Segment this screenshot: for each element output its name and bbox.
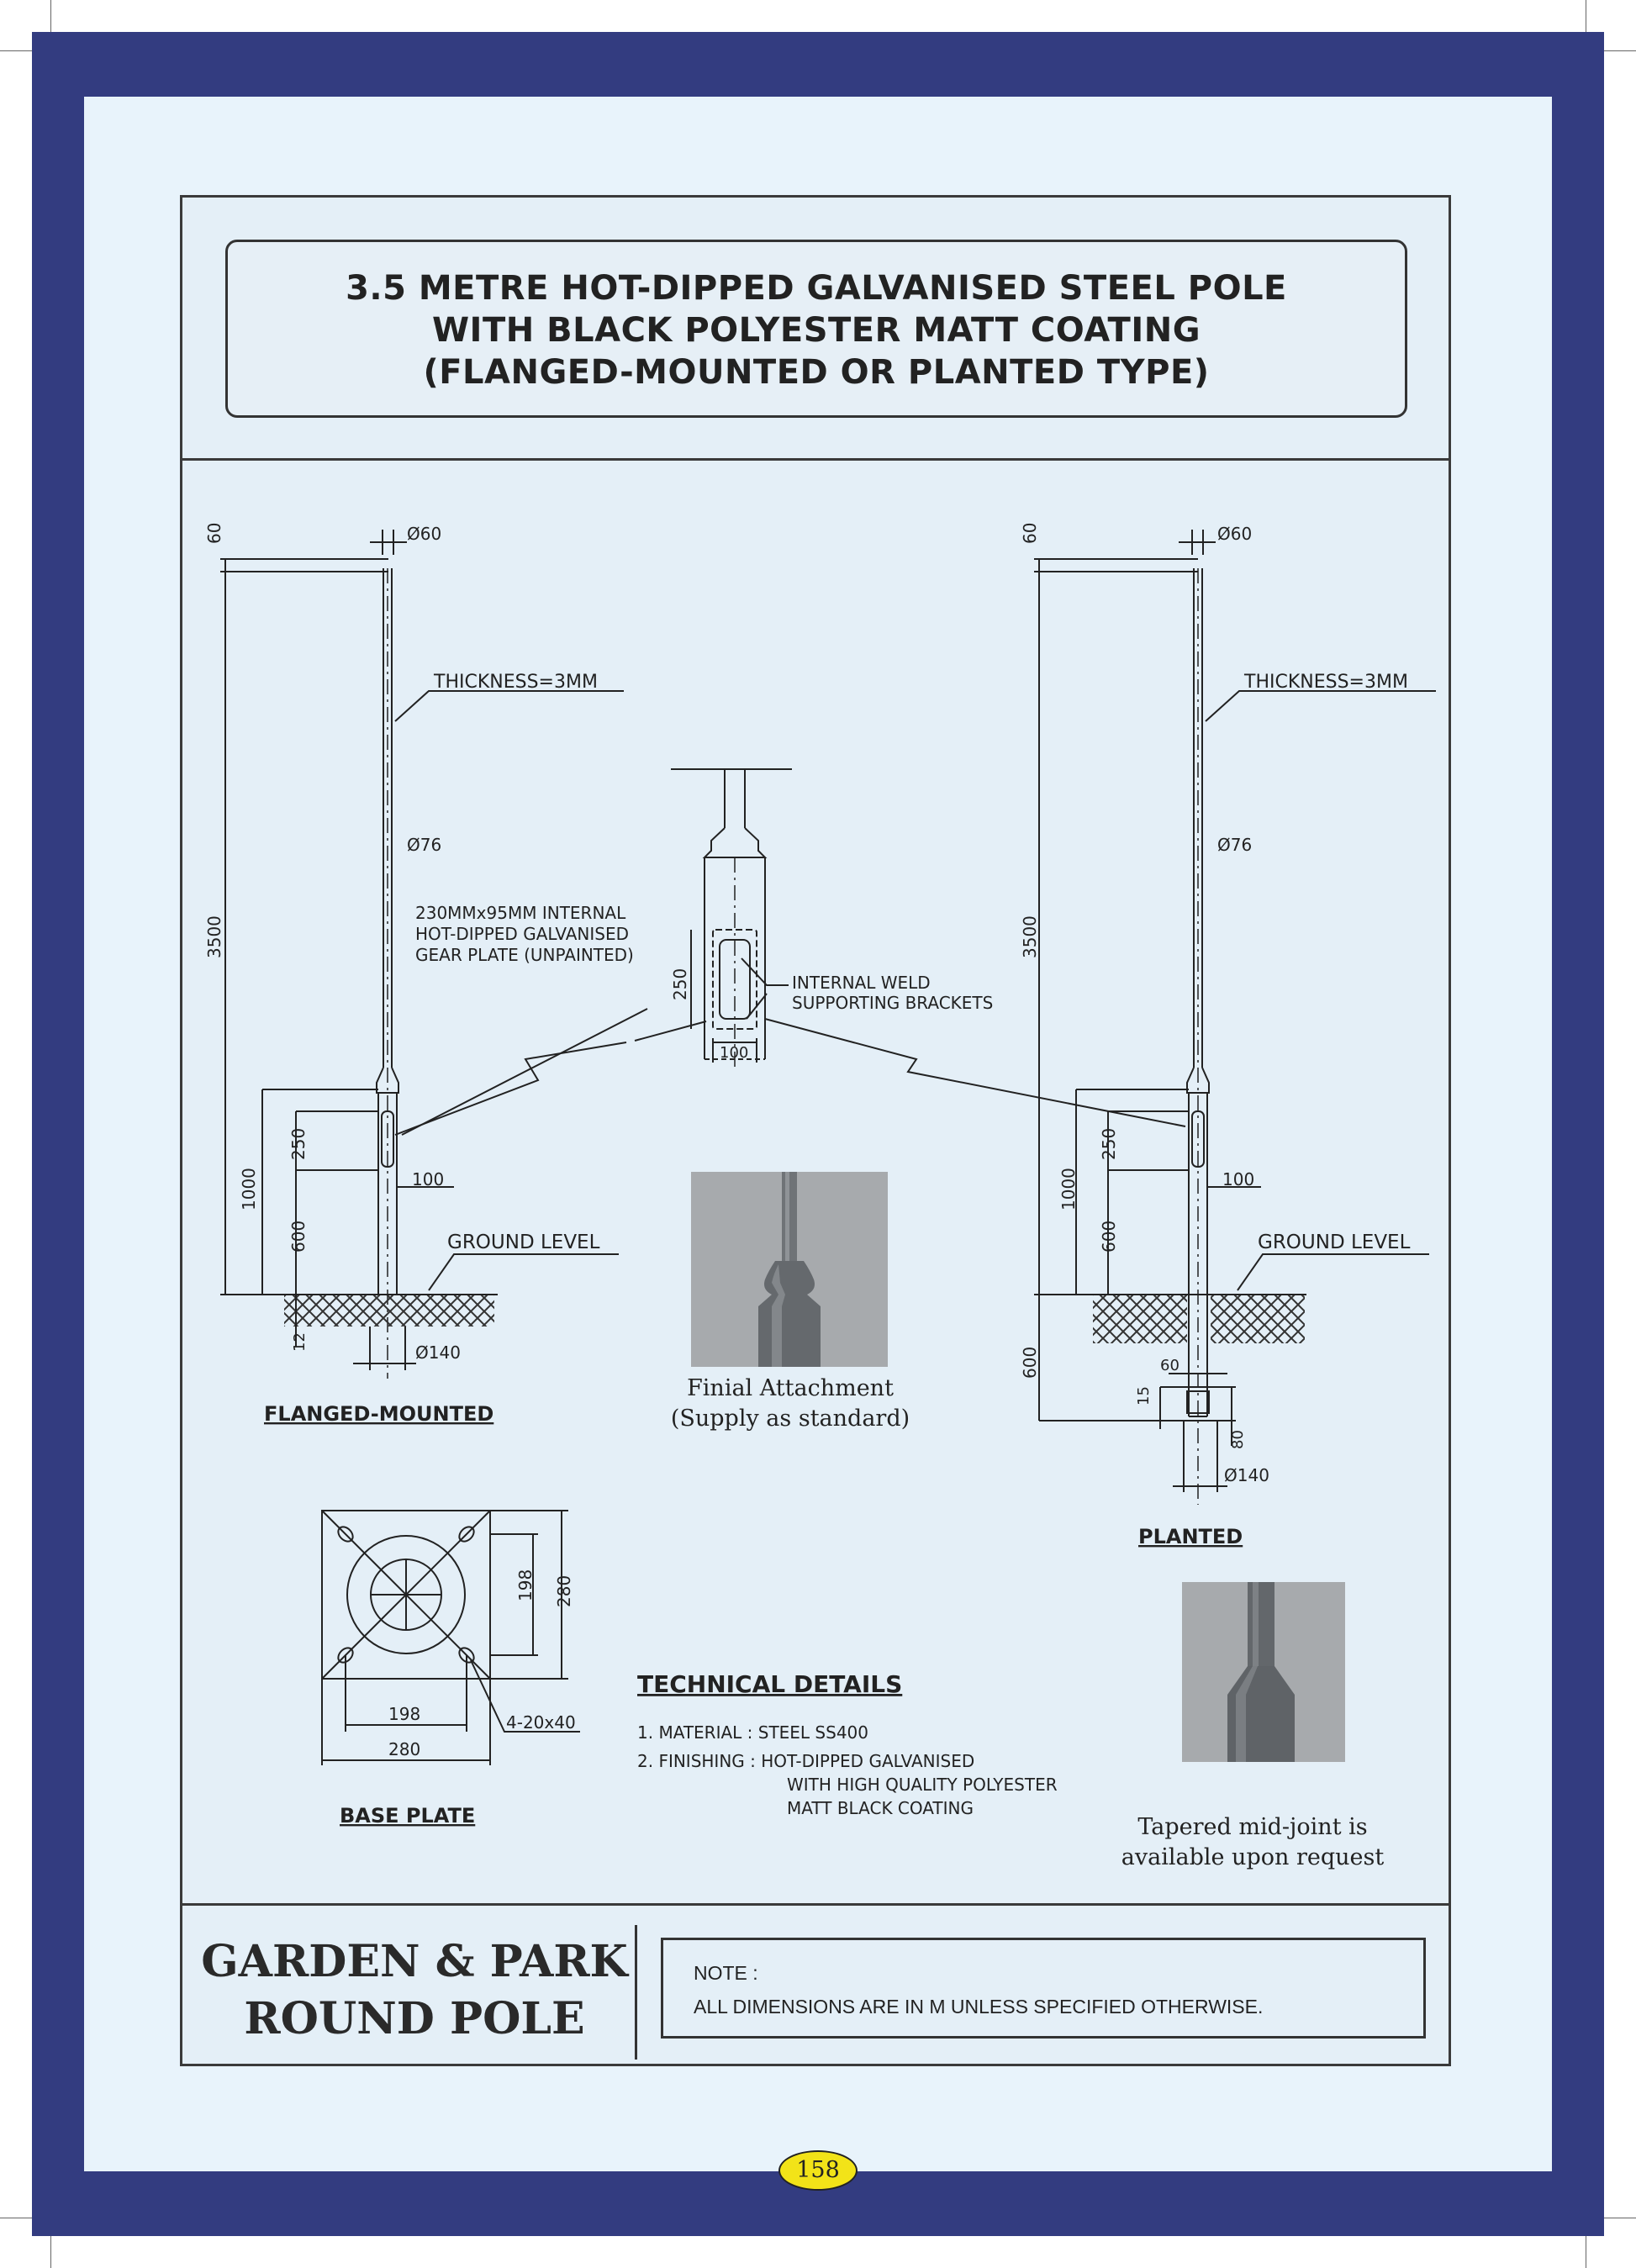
planted-dim-250: 250 <box>1099 1128 1119 1160</box>
tapered-caption-2: available upon request <box>1121 1844 1385 1870</box>
tapered-joint-photo <box>1182 1582 1345 1762</box>
finial-caption-2: (Supply as standard) <box>670 1406 910 1432</box>
flanged-dim-12: 12 <box>291 1332 309 1352</box>
crop-mark <box>50 0 51 34</box>
planted-pole-drawing <box>1034 530 1436 1505</box>
footer-divider <box>635 1925 637 2060</box>
flanged-height: 3500 <box>204 915 224 958</box>
base-plate-drawing <box>321 1510 580 1765</box>
base-dim-280-horizontal: 280 <box>388 1739 420 1759</box>
note-text: ALL DIMENSIONS ARE IN M UNLESS SPECIFIED… <box>694 1996 1264 2017</box>
flanged-gear-line-3: GEAR PLATE (UNPAINTED) <box>415 945 634 965</box>
page-number-badge: 158 <box>778 2150 858 2191</box>
planted-thickness: THICKNESS=3MM <box>1243 672 1408 693</box>
door-detail-drawing <box>394 768 1186 1136</box>
technical-item-1: 1. MATERIAL : STEEL SS400 <box>637 1722 868 1743</box>
planted-dia-top: Ø60 <box>1217 524 1252 544</box>
flanged-dim-top: 60 <box>204 523 224 544</box>
crop-mark <box>50 2236 51 2268</box>
finial-caption-1: Finial Attachment <box>687 1375 894 1401</box>
note-label: NOTE : <box>694 1962 758 1984</box>
planted-dia-mid: Ø76 <box>1217 835 1252 855</box>
title-box: 3.5 METRE HOT-DIPPED GALVANISED STEEL PO… <box>225 240 1407 418</box>
flanged-dia-top: Ø60 <box>407 524 441 544</box>
planted-dim-top: 60 <box>1020 523 1040 544</box>
note-box: NOTE : ALL DIMENSIONS ARE IN M UNLESS SP… <box>661 1938 1426 2039</box>
detail-bracket-line-2: SUPPORTING BRACKETS <box>792 993 993 1013</box>
flanged-pole-drawing <box>220 530 648 1379</box>
planted-ground-level: GROUND LEVEL <box>1258 1232 1411 1253</box>
planted-dim-1000: 1000 <box>1058 1168 1079 1210</box>
flanged-gear-line-2: HOT-DIPPED GALVANISED <box>415 924 629 944</box>
planted-dim-100: 100 <box>1222 1169 1254 1189</box>
title-line-1: 3.5 METRE HOT-DIPPED GALVANISED STEEL PO… <box>346 269 1287 308</box>
crop-mark <box>0 50 34 51</box>
flanged-dia-mid: Ø76 <box>407 835 441 855</box>
flanged-dia-base: Ø140 <box>415 1342 461 1363</box>
planted-dia-base: Ø140 <box>1224 1465 1269 1485</box>
sheet-divider <box>180 1903 1451 1906</box>
detail-dim-100: 100 <box>720 1044 748 1062</box>
base-bolt-spec: 4-20x40 <box>506 1712 576 1733</box>
planted-dim-15: 15 <box>1135 1386 1153 1406</box>
planted-dim-600-bottom: 600 <box>1020 1347 1040 1379</box>
planted-height: 3500 <box>1020 915 1040 958</box>
product-name-line-2: ROUND POLE <box>244 1993 585 2044</box>
base-dim-198-vertical: 198 <box>515 1569 536 1601</box>
product-name: GARDEN & PARK ROUND POLE <box>192 1933 637 2048</box>
crop-mark <box>1602 50 1636 51</box>
technical-heading: TECHNICAL DETAILS <box>637 1670 902 1698</box>
flanged-dim-100: 100 <box>412 1169 444 1189</box>
flanged-gear-line-1: 230MMx95MM INTERNAL <box>415 903 626 923</box>
base-dim-280-vertical: 280 <box>554 1575 574 1607</box>
planted-label: PLANTED <box>1138 1525 1243 1548</box>
detail-bracket-line-1: INTERNAL WELD <box>792 973 931 993</box>
technical-item-2c: MATT BLACK COATING <box>787 1798 974 1818</box>
sheet-divider <box>180 458 1451 461</box>
technical-item-2: 2. FINISHING : HOT-DIPPED GALVANISED <box>637 1751 974 1771</box>
product-name-line-1: GARDEN & PARK <box>201 1936 628 1987</box>
flanged-dim-1000: 1000 <box>239 1168 259 1210</box>
flanged-dim-250: 250 <box>288 1128 309 1160</box>
technical-item-2b: WITH HIGH QUALITY POLYESTER <box>787 1775 1058 1795</box>
flanged-ground-level: GROUND LEVEL <box>447 1232 600 1253</box>
title-line-3: (FLANGED-MOUNTED OR PLANTED TYPE) <box>423 353 1210 392</box>
detail-dim-250: 250 <box>670 968 690 1000</box>
base-dim-198-horizontal: 198 <box>388 1704 420 1724</box>
title-line-2: WITH BLACK POLYESTER MATT COATING <box>431 311 1201 350</box>
finial-photo <box>691 1172 888 1367</box>
base-plate-label: BASE PLATE <box>340 1804 475 1828</box>
planted-dim-80: 80 <box>1229 1430 1247 1449</box>
tapered-caption-1: Tapered mid-joint is <box>1137 1814 1368 1840</box>
planted-dim-60: 60 <box>1160 1357 1180 1374</box>
flanged-dim-600: 600 <box>288 1221 309 1253</box>
planted-dim-600: 600 <box>1099 1221 1119 1253</box>
flanged-thickness: THICKNESS=3MM <box>433 672 598 693</box>
flanged-label: FLANGED-MOUNTED <box>264 1402 493 1426</box>
